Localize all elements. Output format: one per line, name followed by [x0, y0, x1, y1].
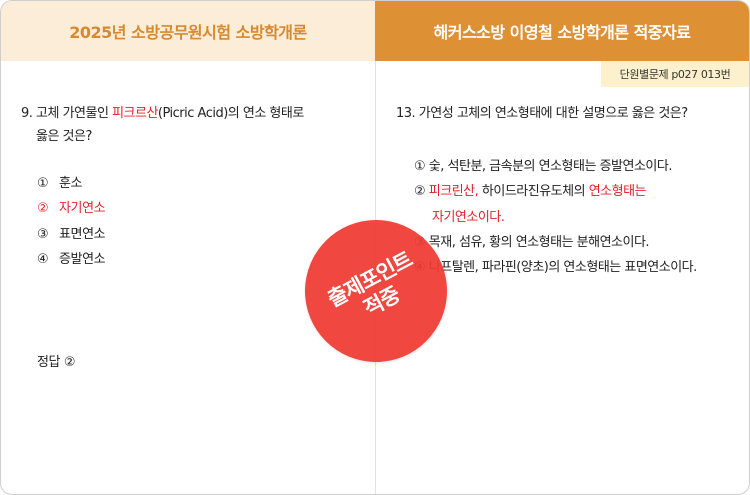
- option-2-correct: ② 자기연소: [37, 196, 106, 221]
- question-highlight: 피크르산: [112, 106, 158, 121]
- textbook-option-2-cont: 자기연소이다.: [432, 209, 505, 225]
- option-number: ④: [37, 251, 49, 267]
- option-text: 목재, 섬유, 황의 연소형태는 분해연소이다.: [428, 234, 650, 250]
- option-text: 하이드라진유도체의: [478, 184, 589, 200]
- question-text-pre: 고체 가연물인: [36, 106, 113, 121]
- option-1: ① 훈소: [37, 171, 105, 196]
- option-number: ①: [414, 159, 426, 174]
- option-3: ③ 표면연소: [37, 222, 106, 247]
- option-number: ③: [37, 226, 49, 242]
- exam-options: ① 훈소 ② 자기연소 ③ 표면연소 ④ 증발연소: [37, 171, 106, 272]
- option-highlight: 피크린산,: [428, 184, 479, 200]
- source-tag: 단원별문제 p027 013번: [601, 61, 749, 87]
- exam-question-line1: 9. 고체 가연물인 피크르산(Picric Acid)의 연소 형태로: [21, 102, 366, 125]
- option-text: 나프탈렌, 파라핀(양초)의 연소형태는 표면연소이다.: [428, 260, 697, 276]
- answer-text: 정답 ②: [37, 355, 76, 370]
- option-text: 자기연소: [59, 201, 106, 217]
- option-text: 훈소: [59, 176, 83, 191]
- textbook-option-3: ③ 목재, 섬유, 황의 연소형태는 분해연소이다.: [414, 230, 697, 255]
- option-highlight: 연소형태는: [588, 184, 647, 200]
- option-text: 증발연소: [59, 251, 106, 267]
- option-number: ①: [37, 176, 49, 191]
- right-header: 해커스소방 이영철 소방학개론 적중자료: [375, 1, 749, 61]
- option-text: 표면연소: [59, 226, 106, 242]
- question-number: 9.: [21, 106, 33, 121]
- option-number: ②: [37, 201, 49, 217]
- textbook-options: ① 숯, 석탄분, 금속분의 연소형태는 증발연소이다. ② 피크린산, 하이드…: [414, 154, 697, 280]
- question-text-post: (Picric Acid)의 연소 형태로: [157, 106, 304, 121]
- option-text: 숯, 석탄분, 금속분의 연소형태는 증발연소이다.: [428, 159, 673, 174]
- left-header: 2025년 소방공무원시험 소방학개론: [1, 1, 375, 61]
- option-4: ④ 증발연소: [37, 247, 106, 272]
- textbook-question: 13. 가연성 고체의 연소형태에 대한 설명으로 옳은 것은?: [396, 106, 688, 121]
- question-line2: 옳은 것은?: [36, 129, 92, 144]
- textbook-option-1: ① 숯, 석탄분, 금속분의 연소형태는 증발연소이다.: [414, 154, 697, 179]
- exam-question: 9. 고체 가연물인 피크르산(Picric Acid)의 연소 형태로 옳은 …: [21, 102, 366, 148]
- option-number: ②: [414, 184, 426, 200]
- textbook-option-4: ④ 나프탈렌, 파라핀(양초)의 연소형태는 표면연소이다.: [414, 255, 697, 280]
- textbook-option-2: ② 피크린산, 하이드라진유도체의 연소형태는: [414, 179, 697, 204]
